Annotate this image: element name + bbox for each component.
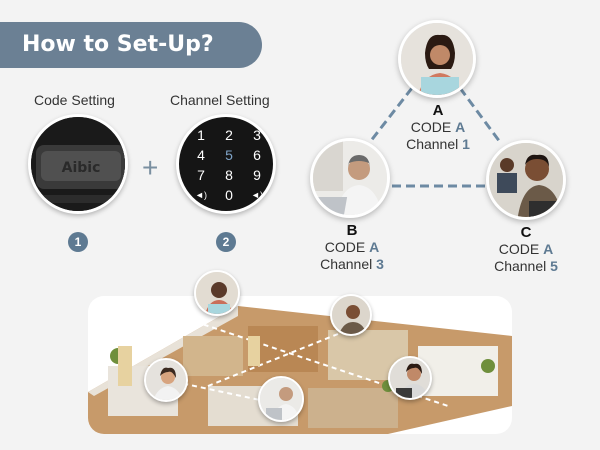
volume-down-key: ◄) [195, 190, 207, 200]
woman-avatar-icon [196, 272, 238, 314]
user-c-code: A [543, 241, 554, 257]
woman-avatar-icon [146, 360, 186, 400]
step-1-badge: 1 [68, 232, 88, 252]
code-setting-label: Code Setting [34, 92, 115, 108]
page-title: How to Set-Up? [22, 32, 214, 57]
floor-user-pin-4 [258, 376, 304, 422]
user-c-label: C CODE A Channel 5 [481, 224, 571, 275]
key-9: 9 [253, 167, 261, 183]
channel-setting-label: Channel Setting [170, 92, 270, 108]
floor-user-pin-5 [388, 356, 432, 400]
step-2-badge: 2 [216, 232, 236, 252]
svg-text:Aibic: Aibic [62, 160, 101, 176]
user-b-label: B CODE A Channel 3 [307, 222, 397, 273]
woman-avatar-icon [390, 358, 430, 398]
user-c-channel-prefix: Channel [494, 258, 551, 274]
key-5: 5 [225, 147, 233, 163]
key-1: 1 [197, 127, 205, 143]
keypad-grid: 1 2 3 4 5 6 7 8 9 ◄) 0 ◄) [191, 127, 267, 203]
key-7: 7 [197, 167, 205, 183]
header-banner: How to Set-Up? [0, 22, 262, 68]
floor-user-pin-2 [330, 294, 372, 336]
user-b-avatar [310, 138, 390, 218]
user-a-channel: 1 [462, 136, 470, 152]
floor-user-pin-3 [144, 358, 188, 402]
key-6: 6 [253, 147, 261, 163]
user-b-channel: 3 [376, 256, 384, 272]
user-a-channel-prefix: Channel [406, 136, 463, 152]
user-c-channel: 5 [550, 258, 558, 274]
user-a-code-prefix: CODE [410, 119, 456, 135]
plus-icon: + [142, 152, 159, 183]
user-b-letter: B [346, 222, 358, 239]
user-b-code: A [369, 239, 380, 255]
office-floorplan-illustration [88, 306, 512, 434]
man-avatar-icon [260, 378, 302, 420]
code-switch-icon: Aibic [31, 117, 125, 211]
man-office-icon [489, 143, 563, 217]
user-c-code-prefix: CODE [498, 241, 544, 257]
volume-up-key: ◄) [251, 190, 263, 200]
user-b-code-prefix: CODE [324, 239, 370, 255]
woman-laptop-icon [401, 23, 473, 95]
code-switch-image: Aibic [28, 114, 128, 214]
user-b-channel-prefix: Channel [320, 256, 377, 272]
user-a-avatar [398, 20, 476, 98]
user-a-letter: A [432, 102, 444, 119]
key-4: 4 [197, 147, 205, 163]
user-a-label: A CODE A Channel 1 [393, 102, 483, 153]
man-avatar-icon [332, 296, 370, 334]
channel-keypad-image: 1 2 3 4 5 6 7 8 9 ◄) 0 ◄) [176, 114, 276, 214]
key-0: 0 [225, 187, 233, 203]
man-laptop-icon [313, 141, 387, 215]
user-a-code: A [455, 119, 466, 135]
user-c-avatar [486, 140, 566, 220]
key-2: 2 [225, 127, 233, 143]
floor-user-pin-1 [194, 270, 240, 316]
user-c-letter: C [520, 224, 532, 241]
key-8: 8 [225, 167, 233, 183]
key-3: 3 [253, 127, 261, 143]
